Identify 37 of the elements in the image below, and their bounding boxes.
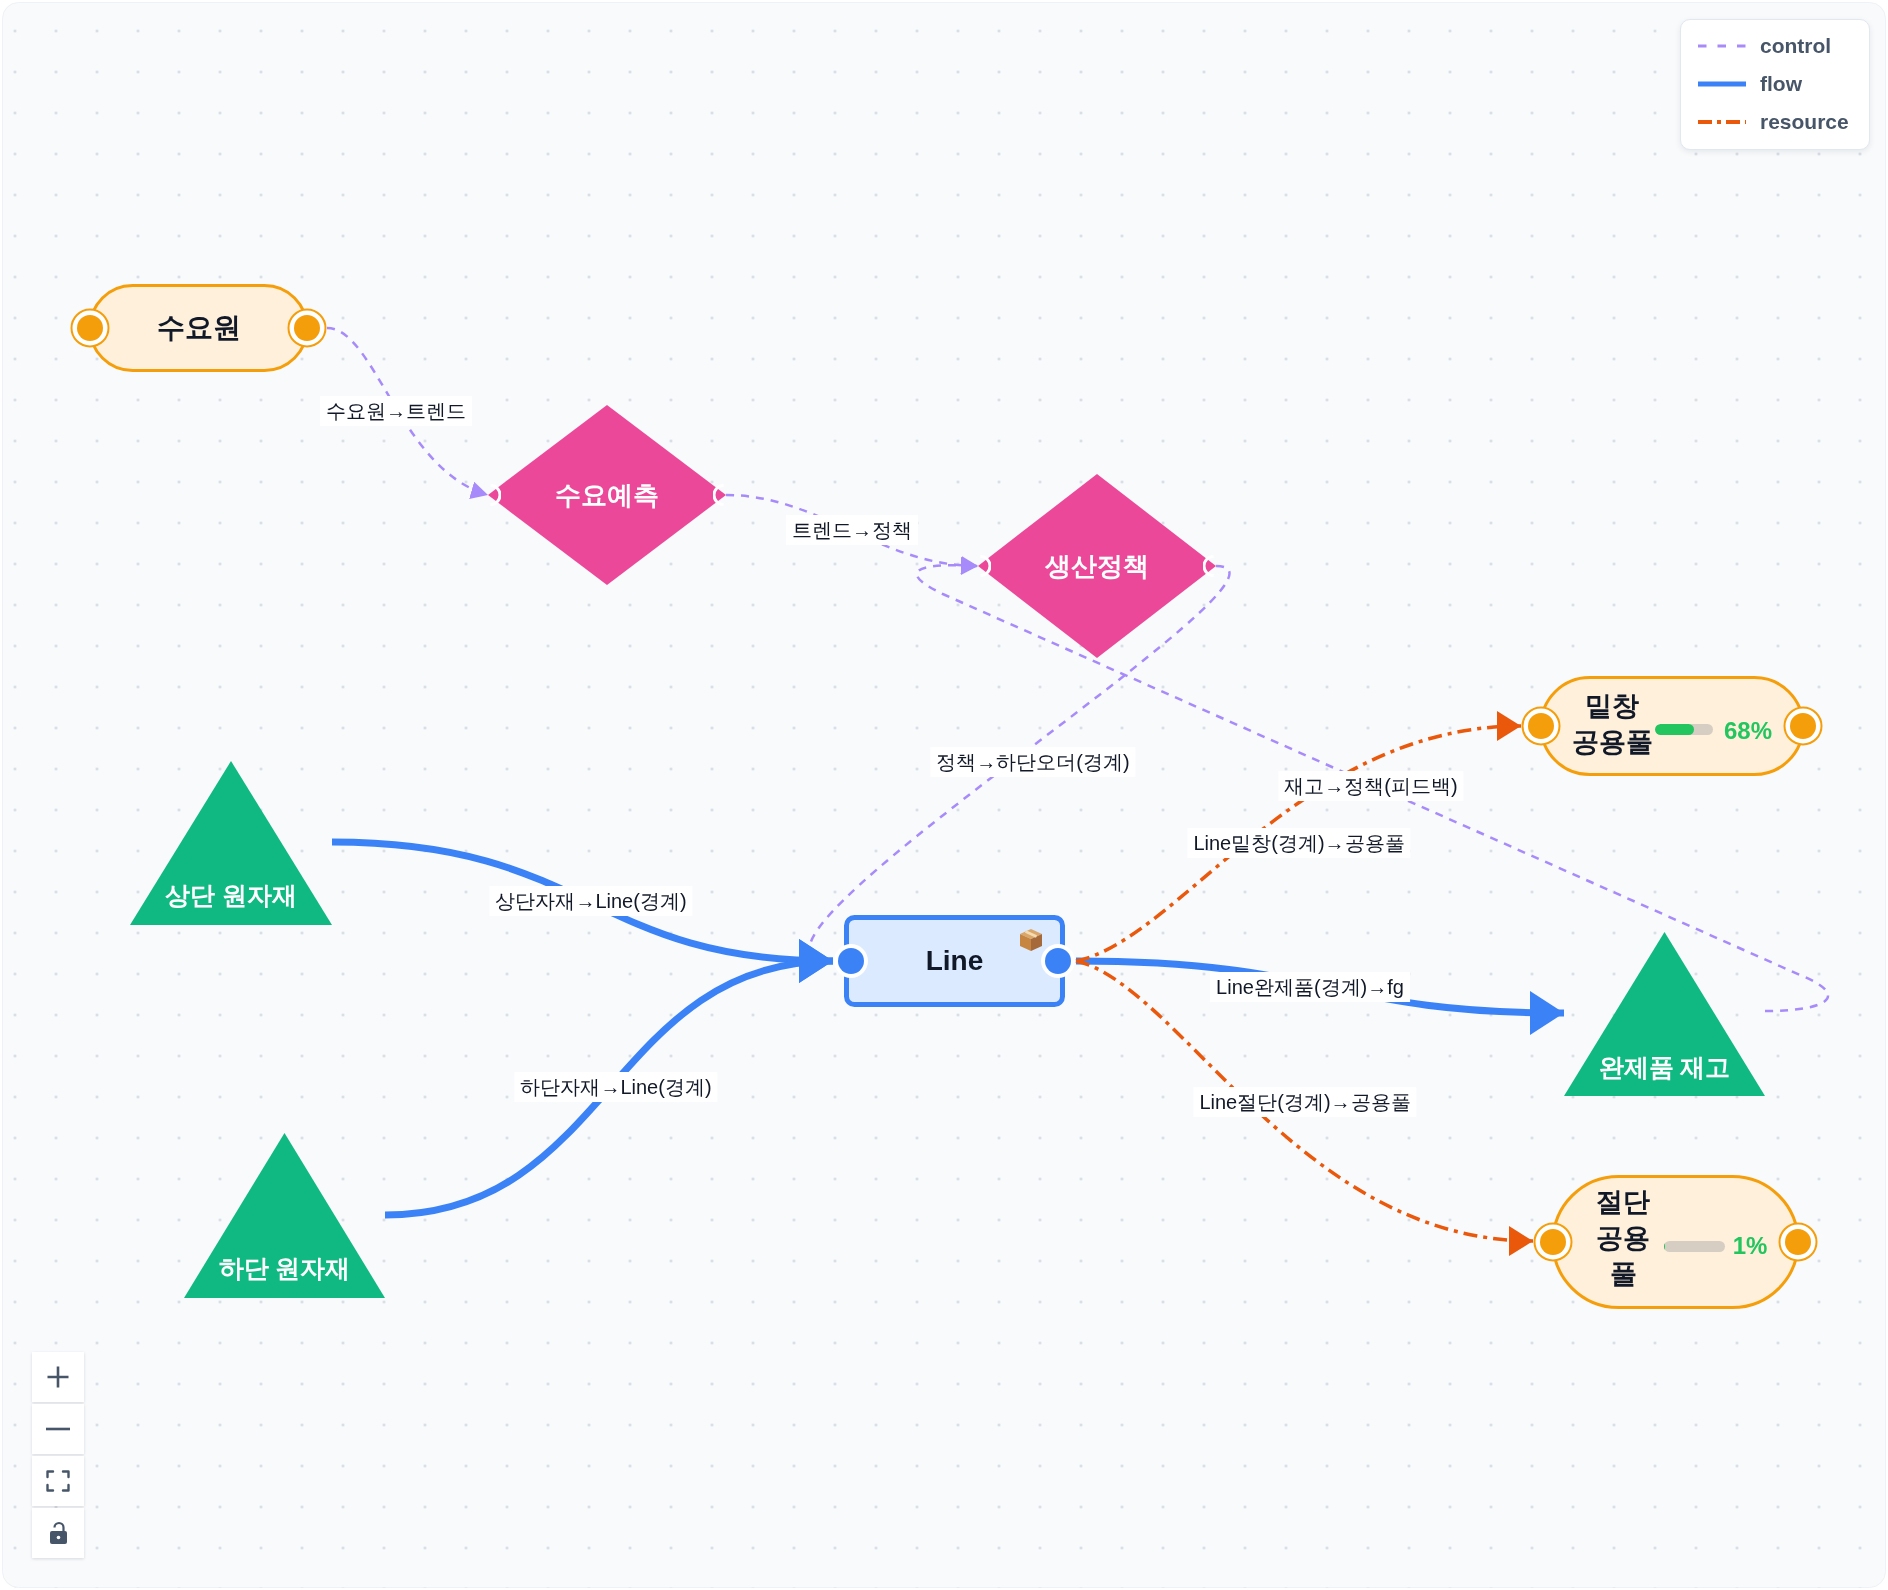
dash-dot-arrow bbox=[1075, 959, 1534, 1254]
process-box bbox=[833, 915, 1076, 1007]
triangle-node bbox=[130, 761, 332, 925]
edge-label: 재고→정책(피드백) bbox=[1278, 771, 1464, 801]
triangle-node bbox=[184, 1133, 385, 1298]
edge-label: 정책→하단오더(경계) bbox=[930, 747, 1136, 777]
thick-arrow bbox=[384, 942, 834, 1219]
node-label: 절단 공용풀 bbox=[1595, 1186, 1651, 1291]
pill-node bbox=[1521, 676, 1823, 776]
node-label: 생산정책 bbox=[1045, 550, 1149, 582]
dashed-arrow bbox=[917, 556, 1828, 1013]
edge-label: 수요원→트렌드 bbox=[320, 396, 472, 426]
percent-label: 68% bbox=[1724, 717, 1772, 745]
pill-node bbox=[1533, 1175, 1818, 1309]
edge-label: Line완제품(경계)→fg bbox=[1210, 972, 1410, 1002]
percent-label: 1% bbox=[1732, 1232, 1768, 1260]
dashed-arrow bbox=[326, 326, 489, 497]
node-label: Line bbox=[925, 944, 984, 978]
decision-diamond bbox=[488, 405, 726, 585]
legend-label: control bbox=[1760, 33, 1832, 59]
node-label: 밑창 공용풀 bbox=[1570, 690, 1654, 759]
node-label: 하단 원자재 bbox=[218, 1253, 351, 1283]
edge-label: 상단자재→Line(경계) bbox=[489, 886, 693, 916]
dash-dot-arrow bbox=[1075, 712, 1522, 963]
edge-label: Line밑창(경계)→공용풀 bbox=[1187, 828, 1411, 858]
edge-label: Line절단(경계)→공용풀 bbox=[1193, 1087, 1417, 1117]
edge-label: 트렌드→정책 bbox=[786, 515, 918, 545]
decision-diamond bbox=[978, 474, 1216, 658]
pill-node bbox=[70, 284, 327, 372]
edge-label: 하단자재→Line(경계) bbox=[514, 1072, 718, 1102]
triangle-node bbox=[1564, 932, 1765, 1096]
legend-label: resource bbox=[1760, 109, 1849, 135]
node-label: 완제품 재고 bbox=[1598, 1052, 1731, 1082]
node-label: 수요원 bbox=[156, 311, 241, 345]
node-label: 상단 원자재 bbox=[165, 880, 297, 910]
node-label: 수요예측 bbox=[555, 479, 659, 511]
legend-label: flow bbox=[1760, 71, 1802, 97]
